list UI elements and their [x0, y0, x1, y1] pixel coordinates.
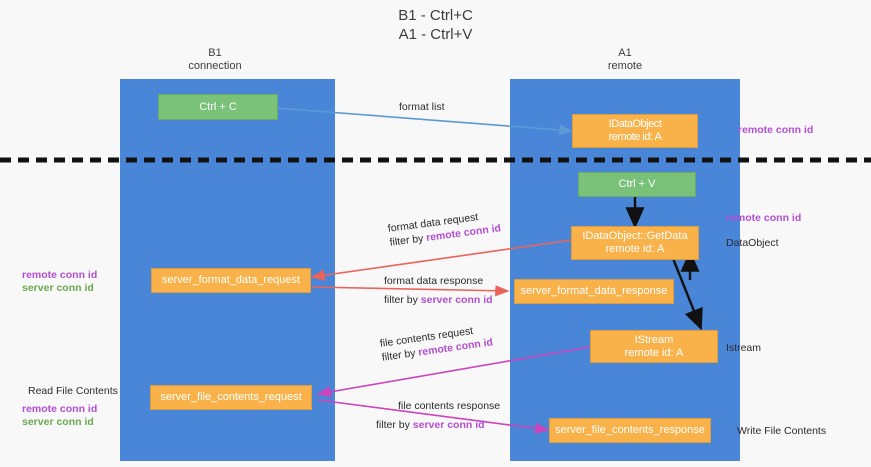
- edge-label-file-contents-request: file contents request filter by remote c…: [379, 321, 494, 364]
- lane-title-a1: A1 remote: [607, 47, 643, 72]
- lane-title-b1: B1 connection: [188, 47, 242, 72]
- side-label-remote-conn-id-top: remote conn id: [738, 124, 814, 136]
- node-ctrl-v[interactable]: Ctrl + V: [578, 172, 696, 197]
- node-server-format-data-response[interactable]: server_format_data_response: [514, 279, 674, 304]
- side-label-left-remote-conn-id: remote conn id: [22, 269, 98, 281]
- side-label-left-remote-conn-id-2: remote conn id: [22, 403, 98, 415]
- edge-label-format-data-response-filter: filter by server conn id: [384, 294, 493, 306]
- node-ctrl-c[interactable]: Ctrl + C: [158, 94, 278, 120]
- side-label-left-server-conn-id: server conn id: [22, 282, 94, 294]
- side-label-read-file-contents: Read File Contents: [28, 385, 118, 397]
- edge-label-format-data-request: format data request filter by remote con…: [387, 207, 502, 249]
- side-label-dataobject: DataObject: [726, 237, 779, 249]
- node-idataobject-remote[interactable]: IDataObject remote id: A: [572, 114, 698, 148]
- side-label-remote-conn-id-mid: remote conn id: [726, 212, 802, 224]
- edge-label-format-data-response: format data response filter by server co…: [384, 274, 493, 307]
- edge-label-file-contents-response-filter: filter by server conn id: [376, 419, 485, 431]
- node-server-file-contents-response[interactable]: server_file_contents_response: [549, 418, 711, 443]
- edge-label-format-data-response-title: format data response: [384, 275, 484, 287]
- node-server-file-contents-request[interactable]: server_file_contents_request: [150, 385, 312, 410]
- edge-label-format-list: format list: [399, 101, 445, 113]
- side-label-write-file-contents: Write File Contents: [737, 425, 827, 437]
- node-idataobject-getdata[interactable]: IDataObject::GetData remote id: A: [571, 226, 699, 260]
- side-label-istream: Istream: [726, 342, 762, 354]
- side-label-left-server-conn-id-2: server conn id: [22, 416, 94, 428]
- edge-label-file-contents-response-title: file contents response: [398, 400, 501, 412]
- node-server-format-data-request[interactable]: server_format_data_request: [151, 268, 311, 293]
- node-istream[interactable]: IStream remote id: A: [590, 330, 718, 363]
- page-title: B1 - Ctrl+C A1 - Ctrl+V: [398, 7, 473, 43]
- edge-label-file-contents-response: file contents response filter by server …: [376, 399, 501, 432]
